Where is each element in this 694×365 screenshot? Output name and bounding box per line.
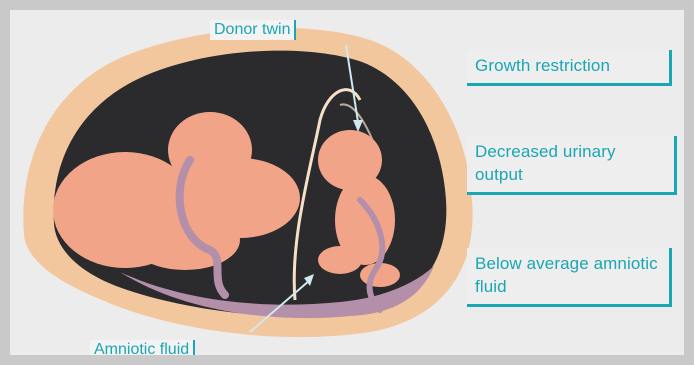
callout-decreased-urinary-output: Decreased urinary output bbox=[467, 136, 677, 195]
callout-below-average-amniotic-fluid: Below average amniotic fluid bbox=[467, 248, 672, 307]
donor-twin-label: Donor twin bbox=[210, 20, 296, 40]
amniotic-fluid-label: Amniotic fluid bbox=[90, 340, 195, 355]
diagram-frame: Donor twin Amniotic fluid Growth restric… bbox=[10, 10, 684, 355]
callout-growth-restriction: Growth restriction bbox=[467, 50, 672, 86]
